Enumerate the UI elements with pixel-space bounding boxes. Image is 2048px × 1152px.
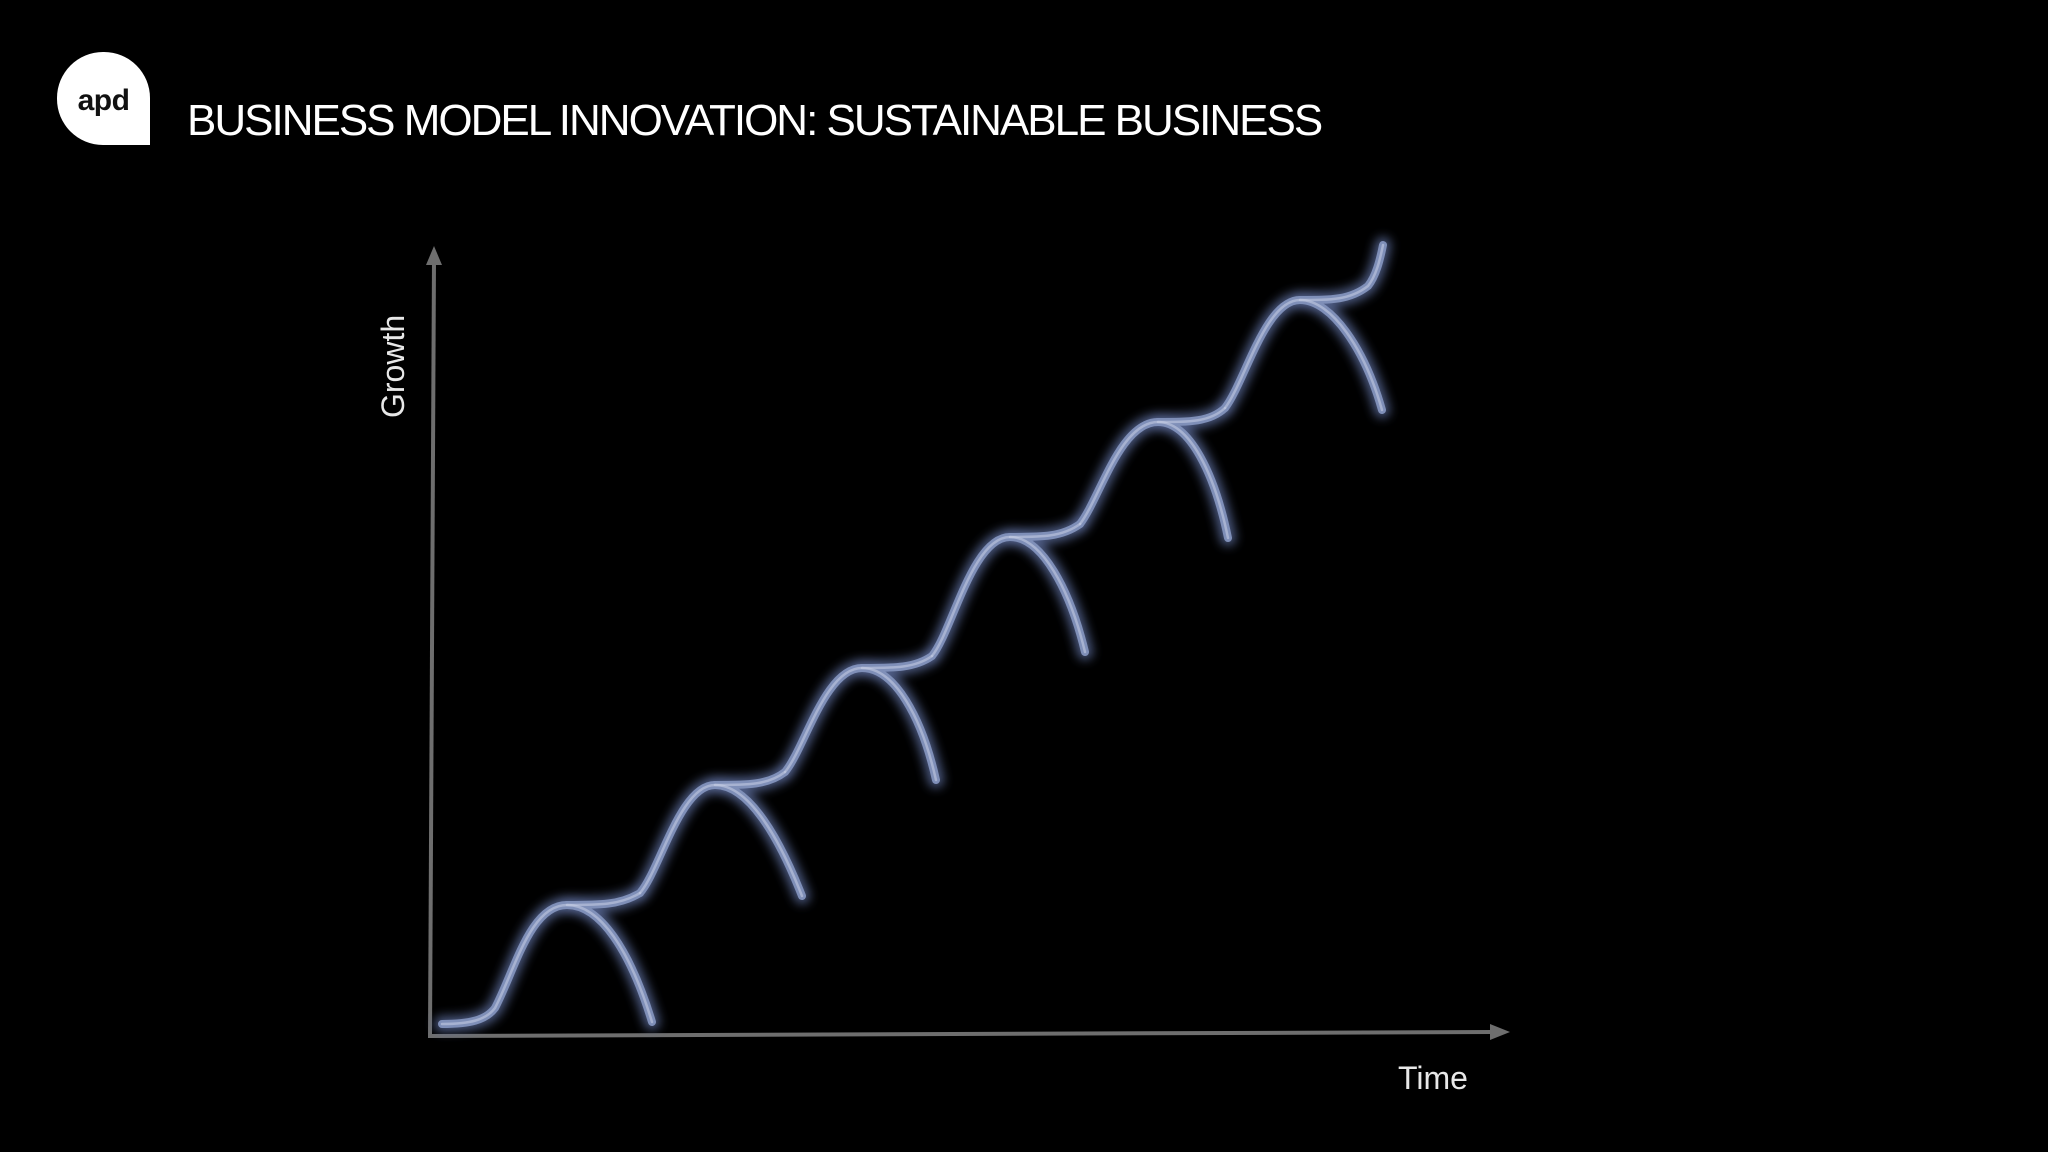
page-title: BUSINESS MODEL INNOVATION: SUSTAINABLE B…	[187, 96, 1323, 145]
s-curve-1-rise	[438, 889, 644, 1028]
logo-text: apd	[77, 83, 130, 117]
x-axis	[427, 1030, 1493, 1038]
s-curve-6-rise-glow	[1217, 237, 1391, 416]
axes	[426, 246, 1510, 1040]
s-curve-4-decline-highlight	[1008, 535, 1087, 654]
s-curve-1-rise-highlight	[440, 891, 642, 1026]
s-curve-3-rise-highlight	[783, 654, 934, 774]
s-curve-6-rise	[1221, 241, 1387, 412]
s-curve-5-decline-highlight	[1156, 420, 1230, 540]
x-axis-label: Time	[1398, 1060, 1468, 1096]
s-curve-4-decline-glow	[1002, 529, 1093, 660]
apd-logo: apd	[57, 52, 150, 145]
s-curve-2-rise-highlight	[638, 770, 787, 895]
y-axis-arrowhead	[426, 246, 442, 265]
y-axis-label: Growth	[375, 315, 411, 418]
s-curves	[434, 237, 1391, 1032]
s-curve-1-decline-glow	[559, 897, 660, 1030]
s-curve-2-decline-glow	[707, 777, 810, 904]
s-curve-3-decline-highlight	[860, 666, 938, 782]
s-curve-6-decline-glow	[1292, 292, 1390, 418]
s-curve-2-decline-highlight	[713, 783, 804, 898]
s-curve-5-rise-highlight	[1078, 406, 1227, 526]
s-curve-6-rise-highlight	[1223, 243, 1385, 410]
y-axis	[428, 259, 436, 1037]
s-curve-6-decline-highlight	[1298, 298, 1384, 412]
x-axis-arrowhead	[1490, 1024, 1510, 1040]
curve-core-layer	[440, 243, 1385, 1026]
s-curve-4-rise-highlight	[930, 522, 1082, 658]
s-curve-1-decline-highlight	[565, 903, 654, 1024]
